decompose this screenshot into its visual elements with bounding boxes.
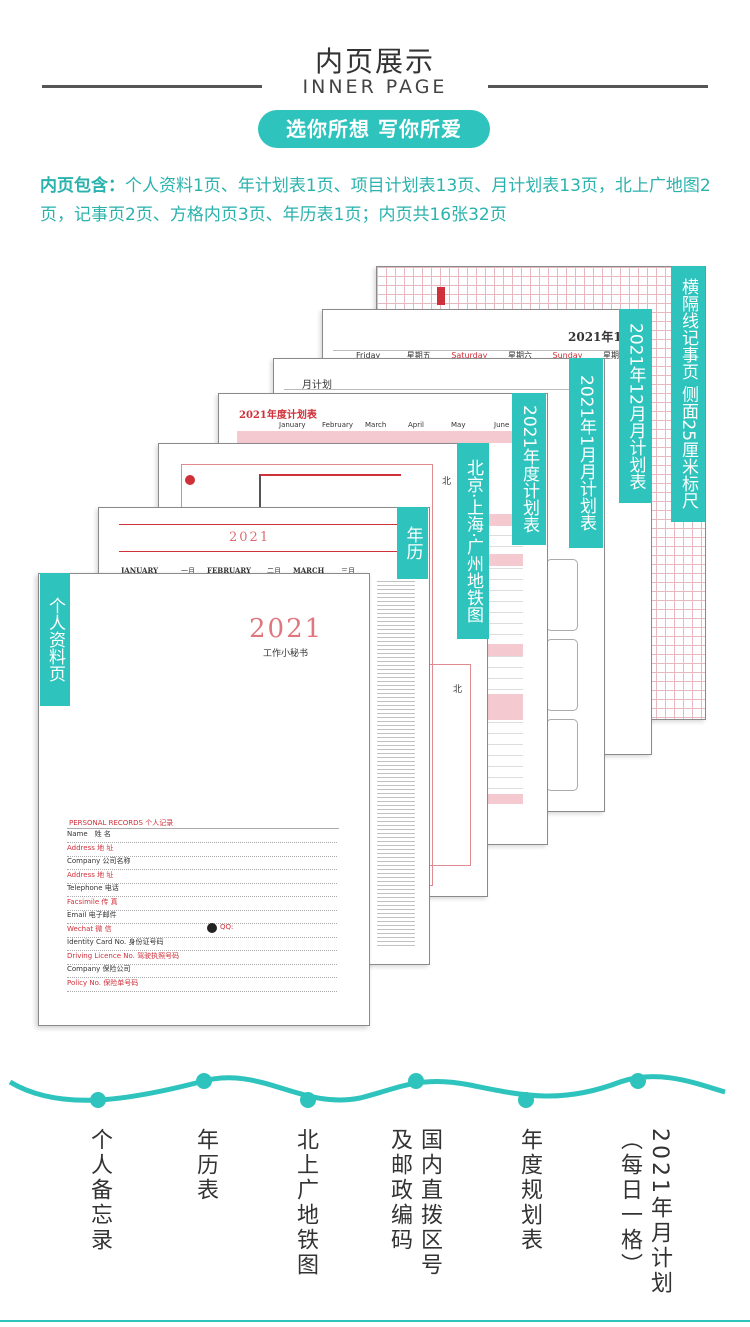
ym-4: May — [451, 421, 466, 429]
record-field: Facsimile 传 真 — [67, 897, 337, 911]
tag-year-plan: 2021年度计划表 — [512, 393, 546, 545]
bottom-wave — [8, 1074, 726, 1103]
header-left-line — [42, 85, 262, 88]
records-title: PERSONAL RECORDS 个人记录 — [69, 819, 174, 827]
record-field: Company 保险公司 — [67, 964, 337, 978]
cm-3: 二月 — [267, 567, 281, 575]
week-2: Saturday — [451, 351, 488, 360]
page-personal: 2021 工作小秘书 PERSONAL RECORDS 个人记录 Name 姓 … — [38, 573, 370, 1026]
week-3: 星期六 — [507, 351, 532, 360]
record-field: Address 地 址 — [67, 843, 337, 857]
cm-0: JANUARY — [121, 566, 159, 575]
calendar-year: 2021 — [229, 530, 271, 545]
qq-icon — [207, 923, 217, 933]
week-4: Sunday — [552, 351, 583, 360]
cm-2: FEBRUARY — [207, 566, 251, 575]
jan-box-3 — [546, 719, 578, 791]
record-field: Name 姓 名 — [67, 829, 337, 843]
tag-personal: 个人资料页 — [40, 573, 70, 706]
label-subway: 北上广地铁图 — [293, 1128, 318, 1278]
record-field: Address 地 址 — [67, 870, 337, 884]
week-1: 星期五 — [406, 351, 431, 360]
qq-label: QQ: — [220, 923, 234, 931]
label-calendar: 年历表 — [193, 1128, 218, 1203]
header-right-line — [488, 85, 708, 88]
ym-1: February — [322, 421, 354, 429]
tag-calendar: 年历 — [397, 507, 428, 579]
cm-5: 三月 — [341, 567, 355, 575]
subway-lines — [259, 474, 401, 526]
cm-1: 一月 — [181, 567, 195, 575]
subway-north-label-1: 北 — [442, 477, 452, 487]
year-plan-header-row — [237, 431, 522, 443]
dec-week-row: Friday 星期五 Saturday 星期六 Sunday 星期日 — [356, 350, 636, 361]
jan-plan-title: 月计划 — [302, 380, 332, 391]
record-field: Wechat 微 信 — [67, 924, 337, 938]
tag-notes: 横隔线记事页 侧面25厘米标尺 — [671, 266, 705, 522]
label-yearplan: 年度规划表 — [517, 1128, 542, 1253]
timeline-dot-2 — [196, 1073, 212, 1089]
record-field: Telephone 电话 — [67, 883, 337, 897]
cm-4: MARCH — [293, 566, 325, 575]
calendar-months: JANUARY 一月 FEBRUARY 二月 MARCH 三月 — [121, 566, 411, 576]
ym-5: June — [494, 421, 510, 429]
description: 内页包含：个人资料1页、年计划表1页、项目计划表13页、月计划表13页，北上广地… — [40, 172, 720, 230]
personal-subtitle: 工作小秘书 — [263, 649, 309, 659]
week-0: Friday — [356, 351, 381, 360]
record-field: Driving Licence No. 驾驶执照号码 — [67, 951, 337, 965]
footer-line — [0, 1320, 750, 1322]
record-field: Company 公司名称 — [67, 856, 337, 870]
subway-logo-icon — [185, 475, 195, 485]
record-field: Email 电子邮件 — [67, 910, 337, 924]
timeline-dot-5 — [518, 1092, 534, 1108]
timeline-dot-1 — [90, 1092, 106, 1108]
calendar-grid — [377, 578, 415, 948]
subway-map-2 — [429, 664, 471, 866]
record-field: Identity Card No. 身份证号码 — [67, 937, 337, 951]
year-plan-title: 2021年度计划表 — [239, 410, 317, 421]
dec-title: 2021年1月 — [568, 330, 634, 344]
label-monthplan: 2021年月计划（每日一格） — [617, 1128, 672, 1296]
personal-year: 2021 — [249, 614, 324, 644]
record-field: Policy No. 保险单号码 — [67, 978, 337, 992]
page-subtitle: INNER PAGE — [302, 76, 448, 98]
tag-jan-plan: 2021年1月月计划表 — [569, 358, 603, 548]
jan-box-2 — [546, 639, 578, 711]
timeline-dot-6 — [630, 1073, 646, 1089]
ym-3: April — [408, 421, 424, 429]
description-text: 个人资料1页、年计划表1页、项目计划表13页、月计划表13页，北上广地图2页，记… — [40, 176, 711, 225]
timeline-dot-3 — [300, 1092, 316, 1108]
subway-north-label-2: 北 — [453, 685, 463, 695]
page-title: 内页展示 — [314, 45, 435, 78]
ym-2: March — [365, 421, 387, 429]
ym-0: January — [279, 421, 306, 429]
jan-box-1 — [546, 559, 578, 631]
notes-marker — [437, 287, 445, 305]
timeline-dot-4 — [408, 1073, 424, 1089]
description-label: 内页包含： — [40, 176, 125, 196]
week-5: 星期日 — [602, 351, 627, 360]
year-plan-right-column — [487, 514, 523, 804]
tag-subway: 北京·上海·广州地铁图 — [457, 443, 489, 639]
year-plan-months: January February March April May June — [279, 421, 539, 429]
label-codes: 国内直拨区号及邮政编码 — [387, 1128, 442, 1278]
tag-dec-plan: 2021年12月月计划表 — [619, 309, 652, 503]
slogan-badge: 选你所想 写你所爱 — [258, 110, 490, 148]
label-memo: 个人备忘录 — [87, 1128, 112, 1253]
